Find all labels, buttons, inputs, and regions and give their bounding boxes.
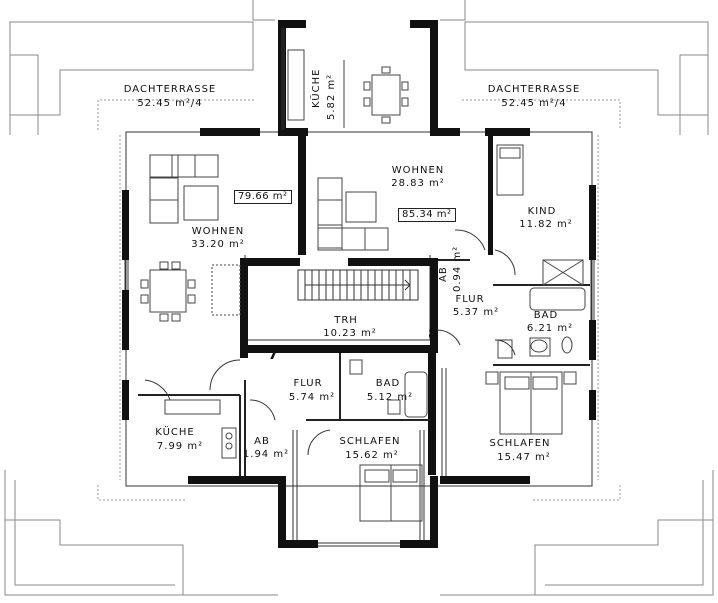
room-trh-name: TRH	[334, 315, 358, 326]
apartment-left-total: 79.66 m²	[234, 190, 292, 204]
room-trh-area: 10.23 m²	[323, 328, 377, 339]
room-kind-name: KIND	[527, 206, 557, 217]
room-flur-right-name: FLUR	[455, 294, 485, 305]
room-kind-area: 11.82 m²	[519, 219, 573, 230]
room-schlafen-left-name: SCHLAFEN	[339, 436, 401, 447]
room-flur-right-area: 5.37 m²	[452, 307, 500, 318]
room-schlafen-right-name: SCHLAFEN	[489, 438, 551, 449]
room-bad-left-area: 5.12 m²	[366, 392, 414, 403]
furniture-schlafen-right	[485, 371, 577, 435]
terrace-dotted-borders	[97, 99, 621, 501]
room-bad-right-name: BAD	[533, 310, 559, 321]
room-wohnen-left-area: 33.20 m²	[191, 239, 245, 250]
room-schlafen-right-area: 15.47 m²	[497, 452, 551, 463]
room-wohnen-right-area: 28.83 m²	[391, 178, 445, 189]
furniture-kind	[496, 144, 584, 286]
room-ab-right-name: AB	[438, 266, 449, 282]
furniture-bad-left	[349, 359, 428, 418]
building-inner-outline	[125, 131, 593, 487]
room-bad-right-area: 6.21 m²	[526, 323, 574, 334]
room-kueche-left-name: KÜCHE	[155, 427, 195, 438]
room-wohnen-left-name: WOHNEN	[191, 226, 245, 237]
terrace-left-name: DACHTERRASSE	[123, 84, 217, 95]
terrace-right-area: 52.45 m²/4	[501, 98, 567, 109]
room-ab-left-name: AB	[254, 436, 270, 447]
furniture-kueche-left	[164, 399, 237, 459]
furniture-right-living	[317, 177, 389, 251]
room-flur-left-name: FLUR	[293, 378, 323, 389]
room-ab-left-area: 1.94 m²	[242, 449, 290, 460]
furniture-top-kitchen	[287, 49, 409, 128]
door-swings	[144, 229, 516, 456]
staircase	[297, 269, 419, 301]
furniture-bad-right	[497, 287, 586, 359]
room-schlafen-left-area: 15.62 m²	[345, 450, 399, 461]
furniture-schlafen-left	[359, 464, 423, 522]
terrace-left-area: 52.45 m²/4	[137, 98, 203, 109]
room-ab-right-area: 0.94 m²	[452, 245, 463, 292]
room-kueche-left-area: 7.99 m²	[156, 441, 204, 452]
unit-number-right: 8	[428, 325, 439, 343]
apartment-right-total: 85.34 m²	[398, 208, 456, 222]
room-flur-left-area: 5.74 m²	[288, 392, 336, 403]
room-bad-left-name: BAD	[375, 378, 401, 389]
unit-number-left: 7	[268, 345, 279, 363]
room-kueche-top-name: KÜCHE	[311, 68, 322, 108]
room-kueche-top-area: 5.82 m²	[326, 73, 337, 120]
terrace-right-name: DACHTERRASSE	[487, 84, 581, 95]
furniture-left-living	[140, 154, 241, 322]
terrace-outline	[4, 0, 714, 596]
windows	[124, 28, 595, 547]
room-wohnen-right-name: WOHNEN	[391, 165, 445, 176]
